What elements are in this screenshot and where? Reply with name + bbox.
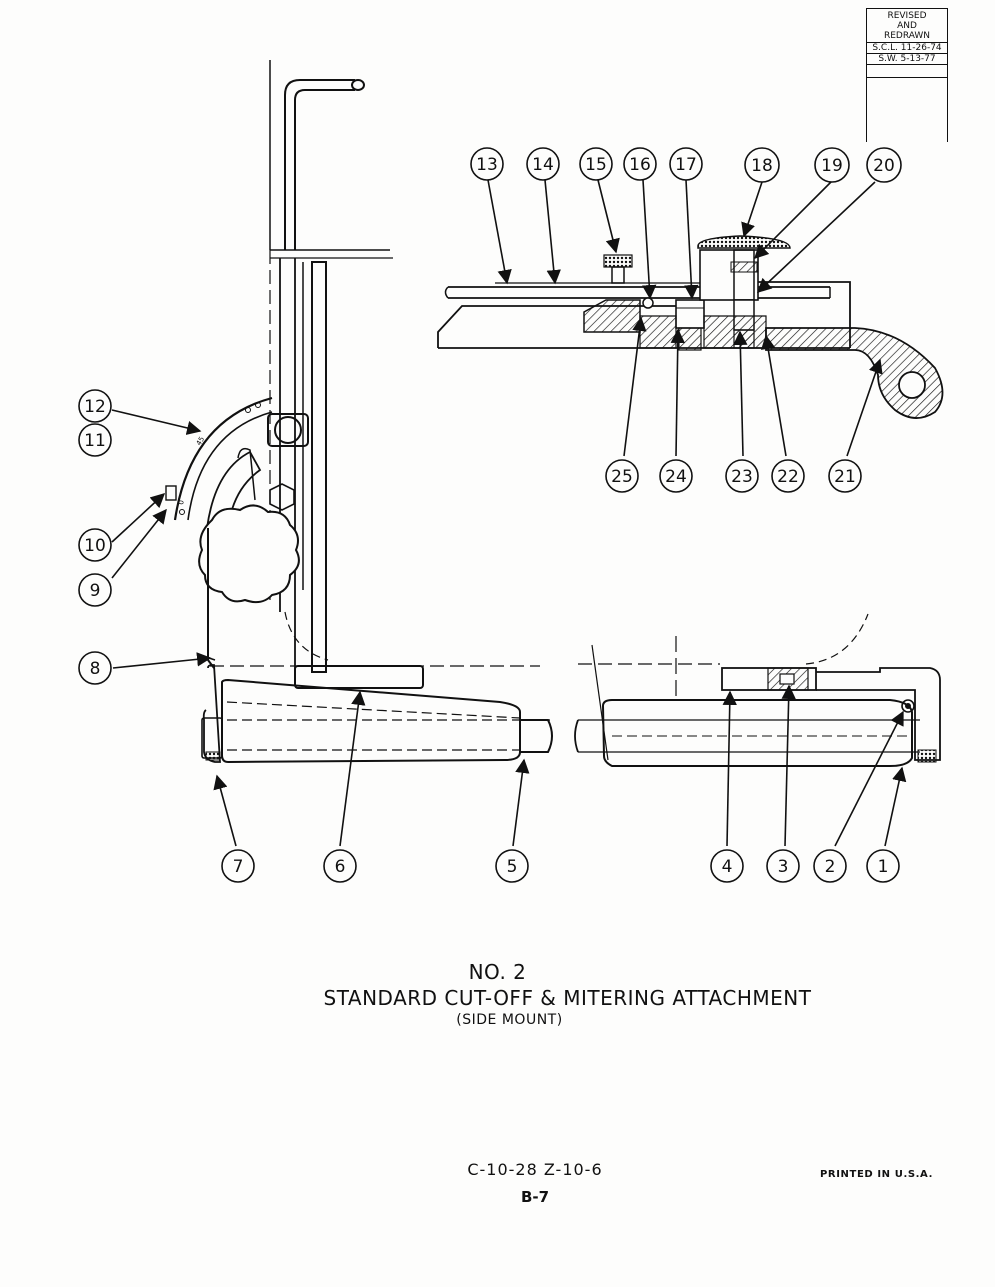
callout-4: 4 — [710, 849, 744, 883]
callout-4-label: 4 — [722, 857, 733, 877]
figure-number: NO. 2 — [468, 960, 527, 984]
callout-24-label: 24 — [665, 467, 687, 487]
leader-18 — [741, 181, 763, 238]
revision-entry-blank — [867, 65, 947, 78]
figure-subtitle: (SIDE MOUNT) — [456, 1012, 563, 1028]
leader-21 — [846, 358, 883, 457]
callout-3-label: 3 — [778, 857, 789, 877]
protractor-scale: 45 0 — [165, 402, 261, 515]
leader-7 — [213, 774, 237, 847]
leader-10 — [111, 493, 166, 543]
left-side-view — [173, 60, 553, 764]
callout-balloons: 12 11 10 9 8 7 6 5 4 3 2 1 13 14 15 16 1… — [78, 147, 902, 883]
leader-4 — [722, 690, 737, 847]
callout-15-label: 15 — [585, 155, 607, 175]
sheet-number: B-7 — [520, 1188, 550, 1206]
callout-1: 1 — [866, 849, 900, 883]
revision-header-line2: AND — [897, 21, 917, 31]
callout-14-label: 14 — [532, 155, 554, 175]
callout-18-label: 18 — [751, 156, 773, 176]
leader-5 — [512, 758, 530, 847]
leader-6 — [339, 690, 366, 847]
leader-lines — [111, 179, 907, 847]
callout-25: 25 — [605, 459, 639, 493]
callout-17: 17 — [669, 147, 703, 181]
callout-23: 23 — [725, 459, 759, 493]
callout-20-label: 20 — [873, 156, 895, 176]
scale-mark-45: 45 — [195, 435, 206, 447]
callout-9: 9 — [78, 573, 112, 607]
callout-7: 7 — [221, 849, 255, 883]
callout-10: 10 — [78, 528, 112, 562]
leader-12 — [111, 409, 202, 435]
leader-25 — [623, 316, 647, 457]
callout-16: 16 — [623, 147, 657, 181]
callout-12-label: 12 — [84, 397, 106, 417]
callout-8-label: 8 — [90, 659, 101, 679]
drawing-codes: C-10-28 Z-10-6 — [467, 1160, 603, 1179]
leader-13 — [487, 179, 512, 285]
callout-9-label: 9 — [90, 581, 101, 601]
callout-13: 13 — [470, 147, 504, 181]
callout-22: 22 — [771, 459, 805, 493]
leader-17 — [684, 179, 699, 300]
callout-10-label: 10 — [84, 536, 106, 556]
callout-20: 20 — [866, 147, 902, 183]
callout-24: 24 — [659, 459, 693, 493]
callout-5: 5 — [495, 849, 529, 883]
revision-header: REVISED AND REDRAWN — [867, 8, 947, 43]
callout-19: 19 — [814, 147, 850, 183]
callout-16-label: 16 — [629, 155, 651, 175]
leader-3 — [781, 684, 796, 847]
callout-3: 3 — [766, 849, 800, 883]
callout-11: 11 — [78, 423, 112, 457]
leader-15 — [597, 179, 620, 254]
callout-19-label: 19 — [821, 156, 843, 176]
revision-entry-2: S.W. 5-13-77 — [867, 54, 947, 65]
callout-17-label: 17 — [675, 155, 697, 175]
revision-block: REVISED AND REDRAWN S.C.L. 11-26-74 S.W.… — [866, 8, 948, 142]
callout-6: 6 — [323, 849, 357, 883]
leader-14 — [544, 179, 561, 285]
callout-23-label: 23 — [731, 467, 753, 487]
callout-15: 15 — [579, 147, 613, 181]
leader-20 — [756, 181, 876, 293]
revision-header-line3: REDRAWN — [883, 31, 931, 41]
leader-8 — [112, 652, 212, 669]
callout-8: 8 — [78, 651, 112, 685]
callout-18: 18 — [744, 147, 780, 183]
leader-24 — [670, 328, 685, 457]
callout-11-label: 11 — [84, 431, 106, 451]
callout-25-label: 25 — [611, 467, 633, 487]
callout-1-label: 1 — [878, 857, 889, 877]
leader-9 — [111, 508, 167, 579]
callout-13-label: 13 — [476, 155, 498, 175]
printed-in-usa: PRINTED IN U.S.A. — [820, 1169, 933, 1180]
bottom-right-view — [574, 613, 941, 767]
callout-14: 14 — [526, 147, 560, 181]
leader-19 — [753, 181, 832, 260]
callout-12: 12 — [78, 389, 112, 423]
leader-22 — [761, 334, 787, 457]
revision-header-line1: REVISED — [887, 11, 927, 21]
leader-1 — [884, 766, 907, 847]
callout-21-label: 21 — [834, 467, 856, 487]
figure-title: STANDARD CUT-OFF & MITERING ATTACHMENT — [323, 986, 812, 1010]
scale-mark-0: 0 — [177, 500, 186, 506]
callout-2-label: 2 — [825, 857, 836, 877]
leader-16 — [642, 179, 657, 300]
callout-6-label: 6 — [335, 857, 346, 877]
leader-23 — [733, 330, 748, 457]
callout-21: 21 — [828, 459, 862, 493]
callout-2: 2 — [813, 849, 847, 883]
callout-5-label: 5 — [507, 857, 518, 877]
callout-22-label: 22 — [777, 467, 799, 487]
leader-2 — [834, 710, 904, 847]
revision-entry-1: S.C.L. 11-26-74 — [867, 43, 947, 54]
callout-7-label: 7 — [233, 857, 244, 877]
